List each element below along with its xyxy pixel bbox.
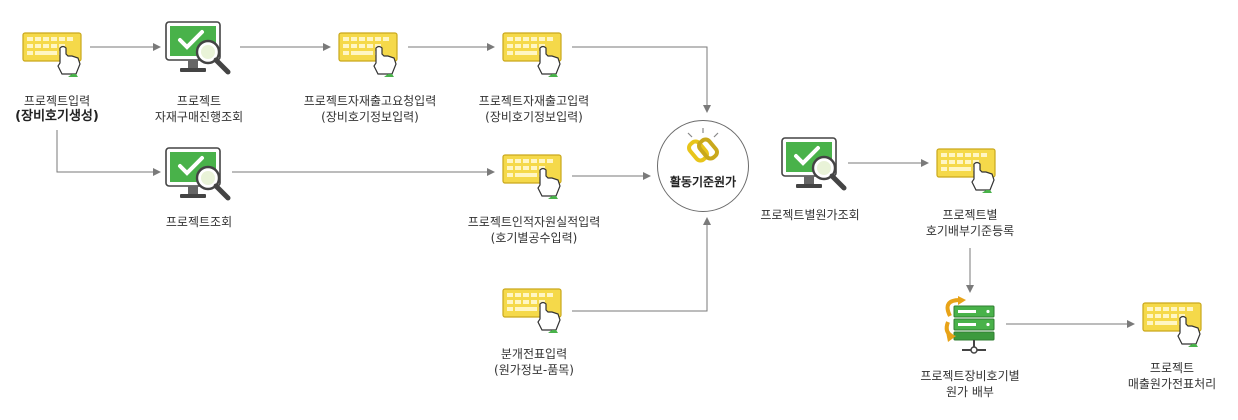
keyboard-hand-icon (936, 148, 996, 193)
keyboard-hand-icon (502, 32, 562, 77)
material-request-input-label: 프로젝트자재출고요청입력 (장비호기정보입력) (303, 94, 437, 124)
project-material-inquiry-label: 프로젝트 자재구매진행조회 (154, 94, 244, 124)
project-inquiry-label: 프로젝트조회 (165, 215, 233, 229)
allocation-standard-label: 프로젝트별 호기배부기준등록 (925, 208, 1015, 238)
hub-label: 활동기준원가 (669, 175, 737, 189)
keyboard-hand-icon (22, 32, 82, 77)
chain-link-icon (687, 128, 719, 163)
voucher-input-label: 분개전표입력 (원가정보-품목) (494, 347, 574, 377)
keyboard-hand-icon (502, 288, 562, 333)
keyboard-hand-icon (502, 154, 562, 199)
activity-cost-hub: 활동기준원가 (657, 120, 749, 212)
monitor-search-icon (165, 147, 231, 201)
material-release-input-label: 프로젝트자재출고입력 (장비호기정보입력) (478, 94, 590, 124)
server-sync-icon (944, 296, 995, 354)
keyboard-hand-icon (338, 32, 398, 77)
arrow-input-to-inquiry (56, 130, 161, 176)
monitor-search-icon (165, 21, 231, 75)
keyboard-hand-icon (1142, 302, 1202, 347)
monitor-search-icon (781, 137, 847, 191)
project-input-label: 프로젝트입력 (장비호기생성) (15, 94, 99, 124)
arrow-voucher-to-hub (572, 217, 711, 312)
unit-cost-allocation-label: 프로젝트장비호기별 원가 배부 (920, 369, 1020, 399)
labor-input-label: 프로젝트인적자원실적입력 (호기별공수입력) (467, 215, 601, 245)
project-cost-inquiry-label: 프로젝트별원가조회 (760, 208, 860, 222)
sales-cost-voucher-label: 프로젝트 매출원가전표처리 (1127, 361, 1217, 391)
arrow-release-to-hub (572, 46, 711, 113)
